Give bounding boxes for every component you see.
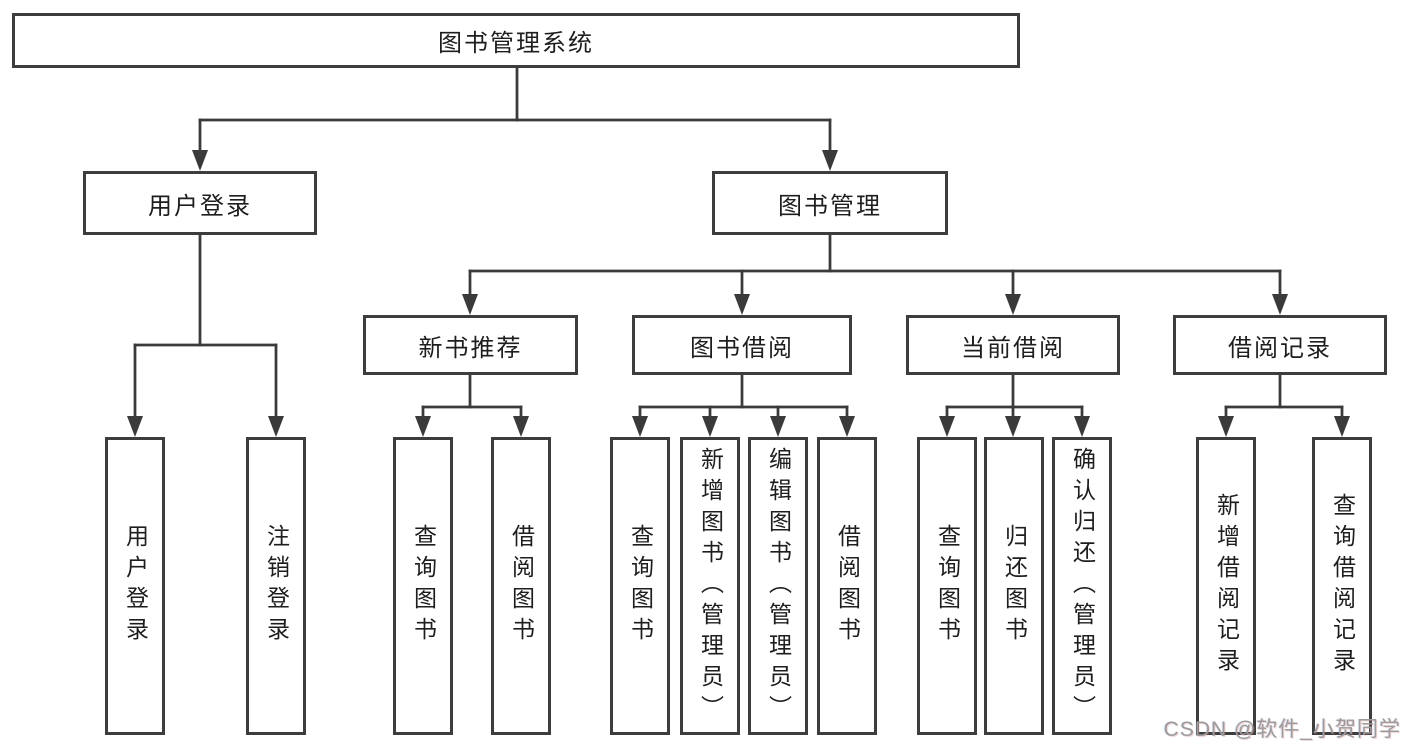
leaf-borrow-query-book: 查询图书 xyxy=(610,437,670,735)
node-library-system: 图书管理系统 xyxy=(12,13,1020,68)
node-label: 图书管理 xyxy=(778,192,882,220)
leaf-add-borrow-record: 新增借阅记录 xyxy=(1196,437,1256,735)
node-label: 新增借阅记录 xyxy=(1213,493,1240,679)
node-book-management: 图书管理 xyxy=(712,171,948,235)
node-label: 用户登录 xyxy=(122,524,149,648)
node-label: 当前借阅 xyxy=(961,334,1065,362)
leaf-user-login: 用户登录 xyxy=(105,437,165,735)
node-label: 借阅记录 xyxy=(1228,334,1332,362)
node-label: 查询借阅记录 xyxy=(1329,493,1356,679)
leaf-recommend-query-book: 查询图书 xyxy=(393,437,453,735)
edge-book-borrow-to-children xyxy=(632,373,855,437)
node-label: 新增图书（管理员） xyxy=(697,446,724,726)
node-borrow-record: 借阅记录 xyxy=(1173,315,1387,375)
node-label: 图书借阅 xyxy=(690,334,794,362)
edge-user-login-to-children xyxy=(127,233,284,437)
node-label: 借阅图书 xyxy=(834,524,861,648)
node-label: 编辑图书（管理员） xyxy=(765,446,792,726)
leaf-query-borrow-record: 查询借阅记录 xyxy=(1312,437,1372,735)
node-label: 查询图书 xyxy=(627,524,654,648)
leaf-borrow-book: 借阅图书 xyxy=(817,437,877,735)
edge-current-borrow-to-children xyxy=(939,373,1090,437)
leaf-logout: 注销登录 xyxy=(246,437,306,735)
leaf-edit-book-admin: 编辑图书（管理员） xyxy=(748,437,808,735)
edge-book-management-to-children xyxy=(462,233,1288,315)
node-label: 查询图书 xyxy=(410,524,437,648)
leaf-return-book: 归还图书 xyxy=(984,437,1044,735)
node-user-login: 用户登录 xyxy=(83,171,317,235)
node-book-borrow: 图书借阅 xyxy=(632,315,852,375)
node-label: 归还图书 xyxy=(1001,524,1028,648)
node-label: 注销登录 xyxy=(263,524,290,648)
edge-borrow-record-to-children xyxy=(1218,373,1350,437)
watermark: CSDN @软件_小贺同学 xyxy=(1163,718,1401,741)
node-label: 新书推荐 xyxy=(418,334,523,362)
edge-root-to-level2 xyxy=(192,66,838,171)
leaf-confirm-return-admin: 确认归还（管理员） xyxy=(1052,437,1112,735)
node-label: 用户登录 xyxy=(148,192,252,220)
leaf-recommend-borrow-book: 借阅图书 xyxy=(491,437,551,735)
node-label: 查询图书 xyxy=(934,524,961,648)
node-new-book-recommend: 新书推荐 xyxy=(363,315,578,375)
node-label: 借阅图书 xyxy=(508,524,535,648)
leaf-add-book-admin: 新增图书（管理员） xyxy=(680,437,740,735)
node-current-borrow: 当前借阅 xyxy=(906,315,1120,375)
node-label: 确认归还（管理员） xyxy=(1069,446,1096,726)
edge-new-book-to-children xyxy=(415,373,529,437)
leaf-current-query-book: 查询图书 xyxy=(917,437,977,735)
node-label: 图书管理系统 xyxy=(438,30,594,57)
